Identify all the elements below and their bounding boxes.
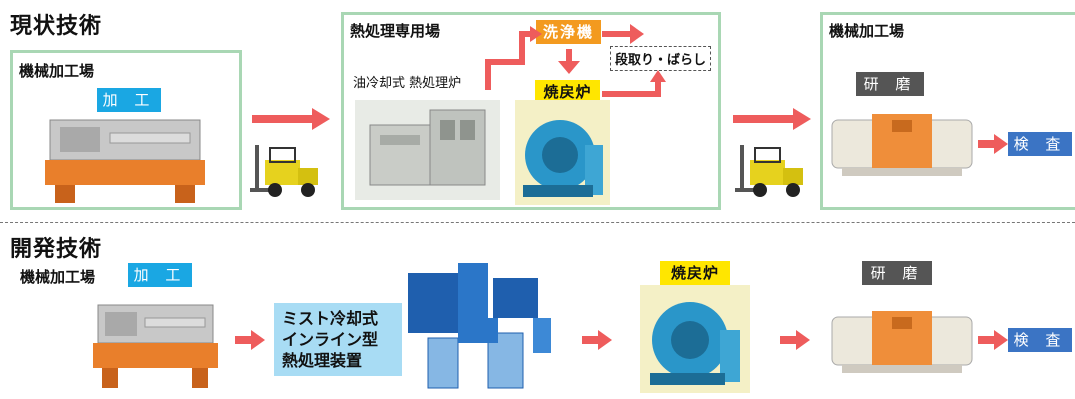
lathe-icon	[93, 304, 218, 388]
lathe-icon	[45, 119, 205, 203]
grinder-icon	[831, 114, 973, 176]
arrow-right-icon	[978, 330, 1008, 350]
grinding-tag-current: 研 磨	[856, 72, 924, 96]
mist-line-2: インライン型	[282, 330, 379, 349]
arrow-right-icon	[582, 330, 612, 350]
developed-process-tag: 加 工	[128, 263, 192, 287]
arrow-right-icon	[235, 330, 265, 350]
developed-machining-shop-label: 機械加工場	[20, 268, 96, 286]
heat-shop-flow-arrows	[485, 24, 666, 97]
section-divider	[0, 222, 1075, 223]
inspection-tag-developed: 検 査	[1008, 328, 1072, 352]
tempering-furnace-tag-developed: 焼戻炉	[660, 261, 730, 285]
arrow-right-icon	[733, 108, 811, 130]
inspection-tag-current: 検 査	[1008, 132, 1072, 156]
oil-cooling-furnace-icon	[355, 100, 500, 200]
mist-line-1: ミスト冷却式	[282, 309, 379, 328]
mist-line-3: 熱処理装置	[282, 351, 363, 370]
finishing-shop-box	[820, 12, 1075, 210]
mist-cooling-inline-heat-treatment-box: ミスト冷却式 インライン型 熱処理装置	[274, 303, 402, 376]
developed-tech-title: 開発技術	[10, 237, 103, 262]
tempering-furnace-icon	[515, 100, 610, 205]
finishing-shop-label: 機械加工場	[829, 22, 905, 40]
current-tech-title: 現状技術	[10, 14, 103, 39]
arrow-right-icon	[780, 330, 810, 350]
arrow-right-icon	[252, 108, 330, 130]
setup-dismantle-box: 段取り・ばらし	[610, 46, 712, 71]
forklift-icon	[250, 145, 318, 197]
grinding-tag-developed: 研 磨	[862, 261, 932, 285]
current-machining-shop-label: 機械加工場	[19, 62, 95, 80]
tempering-furnace-icon	[640, 285, 750, 393]
arrow-right-icon	[978, 134, 1008, 154]
washer-tag: 洗浄機	[536, 20, 601, 44]
inline-heat-treatment-equipment-icon	[408, 263, 551, 389]
heat-treatment-shop-label: 熱処理専用場	[350, 22, 441, 40]
grinder-icon	[831, 311, 973, 373]
current-process-tag: 加 工	[97, 88, 161, 112]
oil-cooling-furnace-caption: 油冷却式 熱処理炉	[353, 76, 462, 91]
forklift-icon	[735, 145, 803, 197]
